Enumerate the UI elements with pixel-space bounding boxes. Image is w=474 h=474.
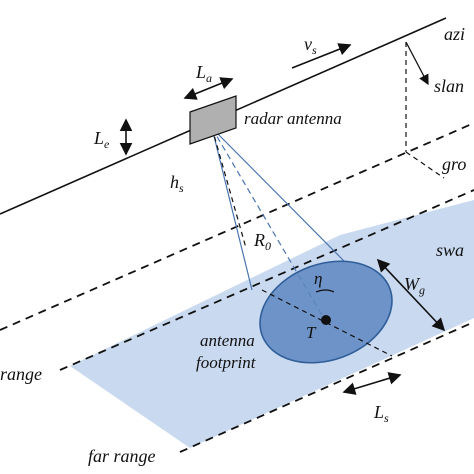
radar-beam	[211, 127, 346, 323]
R0-symbol: R0	[253, 230, 271, 253]
hs-symbol: hs	[170, 172, 184, 195]
La-symbol: La	[195, 62, 212, 85]
Le-symbol: Le	[93, 128, 110, 151]
far-range-line	[179, 321, 474, 453]
far-range-label: far range	[88, 446, 156, 466]
antenna-length-arrow	[183, 77, 234, 100]
swath-width-arrow	[376, 258, 446, 332]
Ls-symbol: Ls	[373, 402, 389, 425]
slant-direction-arrow	[405, 41, 429, 86]
target-point	[321, 315, 331, 325]
radar-antenna-label: radar antenna	[244, 109, 342, 128]
ground-label: gro	[442, 154, 466, 174]
swath-label: swa	[436, 240, 464, 260]
eta-label: η	[314, 269, 322, 288]
ground-direction-line	[405, 151, 445, 179]
altitude-line	[211, 127, 247, 249]
ground-track-line	[0, 122, 474, 331]
Wg-symbol: Wg	[404, 274, 425, 297]
azimuth-label: azi	[444, 24, 465, 44]
swath-length-arrow	[342, 372, 402, 395]
vs-symbol: vs	[304, 34, 317, 57]
target-label: T	[306, 323, 317, 342]
eta-angle-arc	[315, 289, 335, 293]
antenna-footprint-label-line2: footprint	[196, 353, 257, 372]
near-range-label: range	[0, 364, 42, 384]
antenna-footprint-label-line1: antenna	[200, 331, 255, 350]
near-range-line	[59, 189, 474, 371]
radar-antenna	[189, 95, 237, 145]
slant-label: slan	[434, 76, 464, 96]
velocity-arrow	[291, 43, 352, 69]
